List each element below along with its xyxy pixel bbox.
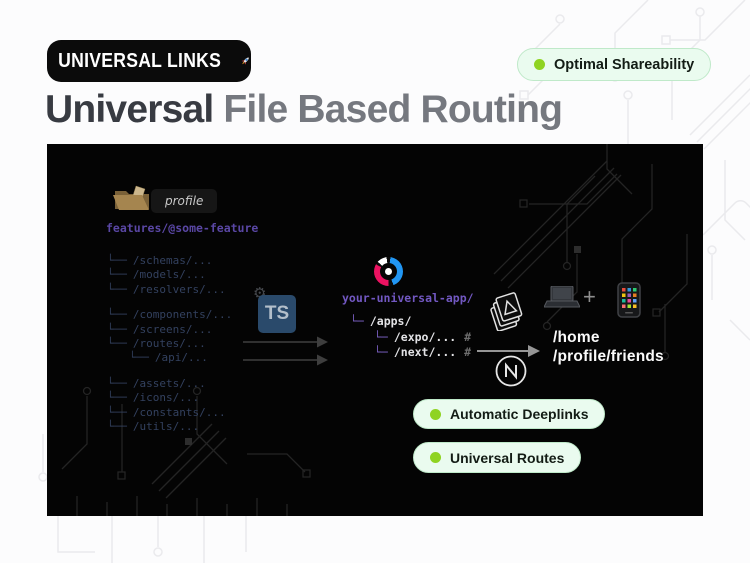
feature-tree-group: └── /assets/... └── /icons/... └── /constants… xyxy=(107,377,232,435)
tree-item: └── /utils/... xyxy=(107,420,232,434)
expo-router-ring-dot xyxy=(385,268,392,275)
circuit-traces-dark-icon xyxy=(61,144,688,516)
tree-connector: └── xyxy=(107,336,127,350)
profile-tag: profile xyxy=(151,189,218,213)
tree-item-label: /models/... xyxy=(132,268,206,282)
tree-item-label: /next/... xyxy=(393,345,457,359)
tree-item: └─ /apps/ xyxy=(350,314,471,330)
tree-connector: └─ xyxy=(374,345,388,359)
tree-item: └─ /expo/... # xyxy=(350,330,471,346)
tree-item-label: /expo/... xyxy=(393,329,457,344)
ts-logo: TS xyxy=(258,295,296,333)
tree-item-label: /api/... xyxy=(154,351,208,365)
shareability-badge: Optimal Shareability xyxy=(517,48,712,81)
tree-item-label: /schemas/... xyxy=(132,254,213,267)
tree-item: └── /components/... xyxy=(107,308,232,322)
tree-item: └── /icons/... xyxy=(107,391,232,405)
universal-routes-badge: Universal Routes xyxy=(413,442,582,473)
ts-logo-label: TS xyxy=(264,303,290,324)
tree-item-label: /constants/... xyxy=(132,405,226,419)
rocket-icon xyxy=(242,57,250,65)
tree-connector: └── xyxy=(107,268,127,282)
automatic-deeplinks-label: Automatic Deeplinks xyxy=(450,406,589,422)
green-status-dot-icon xyxy=(430,452,441,463)
tree-item: └─ /next/... # xyxy=(350,345,471,361)
feature-tree: └── /schemas/... └── /models/... └── /resolve… xyxy=(107,254,232,434)
tree-item: └── /models/... xyxy=(107,268,232,282)
diagram-panel: profile features/@some-feature └── /schem… xyxy=(47,144,703,516)
brand-badge-label: UNIVERSAL LINKS xyxy=(58,49,222,72)
page-title-secondary: File Based Routing xyxy=(223,88,563,131)
tree-item: └── /assets/... xyxy=(107,377,232,391)
nextjs-circle-logo xyxy=(495,355,527,387)
tree-item: └── /screens/... xyxy=(107,323,232,337)
tree-item: └── /constants/... xyxy=(107,406,232,420)
app-tree: └─/apps/└─/expo/...#└─/next/...# xyxy=(350,314,471,361)
tree-item: └── /schemas/... xyxy=(107,254,232,268)
tree-connector: └── xyxy=(107,376,127,390)
feature-tree-group: └──/components/...└──/screens/...└──/rou… xyxy=(107,308,232,366)
tree-item-label: /icons/... xyxy=(132,391,200,405)
tree-item-label: /routes/... xyxy=(132,336,206,350)
plus-sign: + xyxy=(583,284,596,309)
tree-item-label: /screens/... xyxy=(132,322,213,336)
app-tree-root: your-universal-app/ xyxy=(342,291,474,305)
tree-item-label: /assets/... xyxy=(132,376,206,390)
tree-connector: └── xyxy=(107,254,127,267)
laptop-icon xyxy=(544,286,580,308)
green-status-dot-icon xyxy=(534,59,545,70)
open-folder-icon xyxy=(113,185,149,210)
green-status-dot-icon xyxy=(430,408,441,420)
route-profile-friends: /profile/friends xyxy=(553,347,664,365)
route-home: /home xyxy=(553,329,600,346)
automatic-deeplinks-badge: Automatic Deeplinks xyxy=(413,399,606,429)
tree-item-suffix: # xyxy=(464,345,472,359)
expo-router-ring-core xyxy=(380,263,397,280)
brand-badge: UNIVERSAL LINKS xyxy=(47,40,251,82)
tree-connector: └── xyxy=(107,322,127,336)
tree-item: └── /resolvers/... xyxy=(107,283,232,297)
tree-item-label: /resolvers/... xyxy=(132,282,226,296)
tree-connector: └── xyxy=(107,405,127,419)
tree-item: └── /api/... xyxy=(107,351,232,365)
tree-item-suffix: # xyxy=(464,329,472,344)
phone-icon xyxy=(617,282,641,318)
page-title-primary: Universal xyxy=(45,88,214,131)
universal-routes-label: Universal Routes xyxy=(450,449,565,466)
tree-connector: └── xyxy=(107,419,127,433)
expo-router-ring-logo xyxy=(374,257,403,286)
tree-connector: └── xyxy=(107,308,127,322)
tree-item-label: /utils/... xyxy=(132,419,200,433)
shareability-label: Optimal Shareability xyxy=(554,56,695,73)
tree-connector: └── xyxy=(107,282,127,296)
tree-connector: └── xyxy=(129,351,149,365)
tree-item: └── /routes/... xyxy=(107,337,232,351)
tree-connector: └── xyxy=(107,391,127,405)
tree-item-label: /components/... xyxy=(132,308,233,322)
feature-tree-root: features/@some-feature xyxy=(106,221,259,235)
tree-item-label: /apps/ xyxy=(369,314,412,328)
expo-stack-logo xyxy=(490,292,523,331)
feature-tree-group: └── /schemas/... └── /models/... └── /resolve… xyxy=(107,254,232,297)
routes-text: /home /profile/friends xyxy=(553,329,664,366)
tree-connector: └─ xyxy=(374,329,388,344)
tree-connector: └─ xyxy=(350,314,364,328)
